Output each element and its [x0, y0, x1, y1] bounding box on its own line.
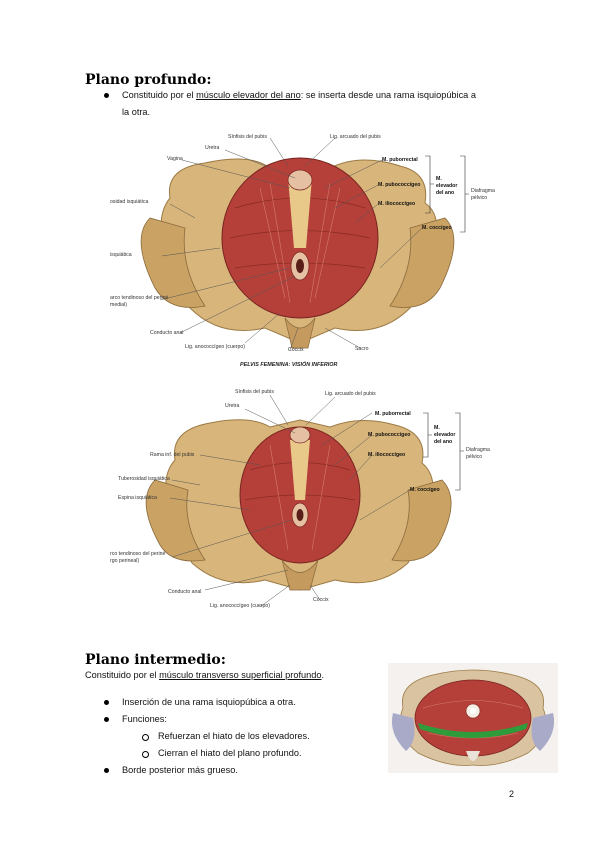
label-diafragma-group: Diafragma pélvico	[466, 447, 490, 461]
bullet	[104, 768, 109, 773]
label-line: elevador	[434, 432, 456, 438]
label-uretra: Uretra	[225, 403, 240, 409]
section-title-plano-profundo: Plano profundo:	[85, 72, 212, 88]
label-sacro: Sacro	[355, 346, 369, 352]
text-fragment: Constituido por el	[122, 90, 197, 100]
bullet	[104, 93, 109, 98]
label-iliococcigeo: M. iliococcígeo	[368, 452, 406, 458]
label-conducto: Conducto anal	[150, 330, 184, 336]
label-espina: isquiática	[110, 252, 132, 258]
bullet	[104, 717, 109, 722]
figure-pelvis-inferior-1: Sínfisis del pubis Lig. arcuado del pubi…	[110, 128, 495, 373]
text-fragment: Constituido por el	[85, 670, 160, 680]
label-pubococcigeo: M. pubococcígeo	[378, 182, 421, 188]
label-line: Diafragma	[466, 447, 490, 453]
text-fragment: .	[321, 670, 325, 680]
sub-bullet	[142, 751, 149, 758]
bullet-funciones: Funciones:	[122, 714, 167, 724]
underlined-term: músculo elevador del ano	[196, 90, 301, 100]
pelvis-illustration-3	[388, 663, 558, 773]
label-line: pélvico	[466, 454, 483, 460]
label-line: elevador	[436, 183, 458, 189]
label-line: del ano	[434, 439, 453, 445]
figure-caption: PELVIS FEMENINA: VISIÓN INFERIOR	[240, 362, 338, 368]
label-tuberosidad: osidad isquiática	[110, 199, 149, 205]
label-puborrectal: M. puborrectal	[375, 411, 411, 417]
label-conducto: Conducto anal	[168, 589, 202, 595]
label-uretra: Uretra	[205, 145, 220, 151]
label-line: M.	[436, 176, 442, 182]
label-line: pélvico	[471, 195, 488, 201]
label-coccix: Cóccix	[288, 347, 304, 353]
sub-bullet	[142, 734, 149, 741]
label-line: del ano	[436, 190, 455, 196]
figure-pelvis-inferior-2: Sínfisis del pubis Lig. arcuado del pubi…	[110, 385, 490, 615]
label-espina: Espina isquiática	[118, 495, 157, 501]
bullet-insercion: Inserción de una rama isquiopúbica a otr…	[122, 697, 296, 707]
label-lig-anococcigeo: Lig. anococcígeo (cuerpo)	[210, 603, 270, 609]
label-puborrectal: M. puborrectal	[382, 157, 418, 163]
label-pubococcigeo: M. pubococcígeo	[368, 432, 411, 438]
page-number: 2	[509, 789, 515, 799]
label-arco-2: medial)	[110, 302, 128, 308]
bullet-borde-posterior: Borde posterior más grueso.	[122, 765, 238, 775]
bullet	[104, 700, 109, 705]
label-arco: rco tendinoso del periné	[110, 551, 166, 557]
label-coccigeo: M. coccígeo	[410, 487, 440, 493]
label-line: Diafragma	[471, 188, 495, 194]
label-lig-arcuado: Lig. arcuado del pubis	[330, 134, 381, 140]
label-arco-2: rgo perineal)	[110, 558, 140, 564]
pelvis-illustration-1	[140, 137, 469, 351]
label-arco: arco tendinoso del periné	[110, 295, 169, 301]
label-elevador-group: M. elevador del ano	[434, 425, 455, 446]
intro-text-plano-intermedio: Constituido por el músculo transverso su…	[85, 667, 324, 684]
figure-transverso-superficial	[388, 663, 558, 773]
sub-bullet-refuerzan: Refuerzan el hiato de los elevadores.	[158, 731, 310, 741]
text-fragment: : se inserta desde una rama isquiopúbica…	[300, 90, 476, 100]
label-lig-arcuado: Lig. arcuado del pubis	[325, 391, 376, 397]
section-title-plano-intermedio: Plano intermedio:	[85, 652, 226, 668]
label-sinfisis: Sínfisis del pubis	[228, 134, 267, 140]
label-coccix: Cóccix	[313, 597, 329, 603]
label-sinfisis: Sínfisis del pubis	[235, 389, 274, 395]
label-vagina: Vagina	[167, 156, 183, 162]
label-iliococcigeo: M. iliococcígeo	[378, 201, 416, 207]
pelvis-illustration-2	[145, 394, 464, 608]
bullet-text-plano-profundo: Constituido por el músculo elevador del …	[122, 87, 542, 121]
underlined-term: músculo transverso superficial profundo	[159, 670, 322, 680]
label-tuberosidad: Tuberosidad isquiática	[118, 476, 170, 482]
text-fragment: la otra.	[122, 107, 151, 117]
label-elevador-group: M. elevador del ano	[436, 176, 457, 197]
label-line: M.	[434, 425, 440, 431]
label-diafragma-group: Diafragma pélvico	[471, 188, 495, 202]
sub-bullet-cierran: Cierran el hiato del plano profundo.	[158, 748, 302, 758]
label-coccigeo: M. coccígeo	[422, 225, 452, 231]
label-lig-anococcigeo: Lig. anococcígeo (cuerpo)	[185, 344, 245, 350]
label-rama-inf-pubis: Rama inf. del pubis	[150, 452, 195, 458]
